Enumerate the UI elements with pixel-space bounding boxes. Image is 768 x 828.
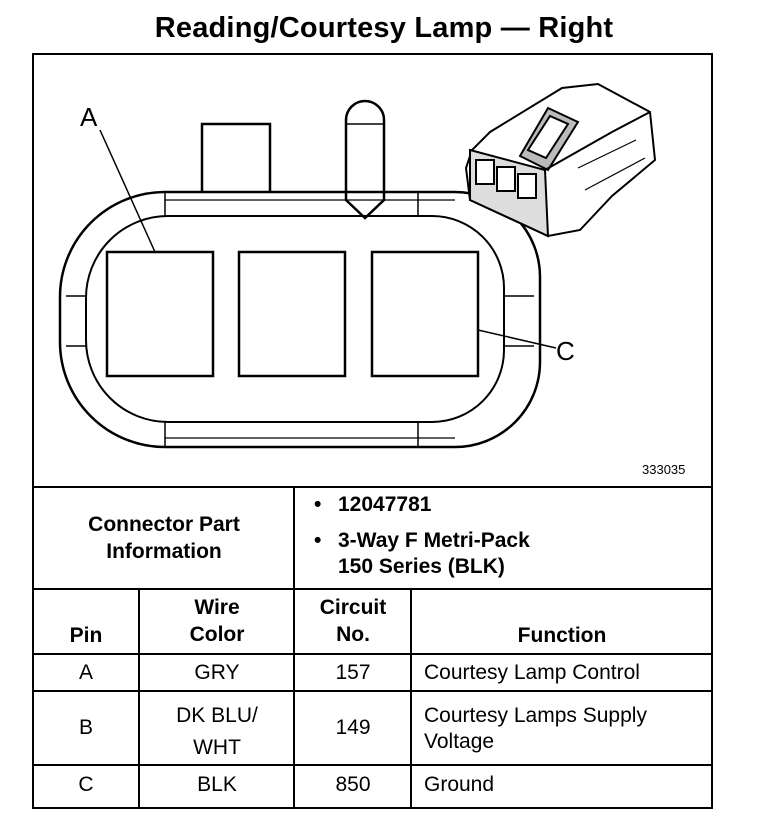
row-b-color-line2: WHT: [193, 736, 241, 759]
header-circuit-line1: Circuit: [319, 596, 387, 619]
row-b-pin: B: [78, 716, 93, 739]
row-b-function: Courtesy Lamps Supply Voltage: [424, 703, 712, 755]
header-pin: Pin: [69, 624, 103, 647]
row-a-pin: A: [78, 661, 93, 684]
row-c-circuit: 850: [335, 773, 371, 796]
row-b-function-line1: Courtesy Lamps Supply: [424, 704, 647, 727]
row-b-color: DK BLU/ WHT: [140, 700, 294, 764]
connector-info-label-line1: Connector Part: [88, 513, 240, 536]
callout-label-a: A: [80, 102, 98, 132]
connector-info-label-line2: Information: [106, 540, 222, 563]
row-b-color-line1: DK BLU/: [176, 704, 258, 727]
row-b-function-line2: Voltage: [424, 730, 495, 753]
diagram-frame: [32, 53, 713, 809]
diagram-title: Reading/Courtesy Lamp — Right: [154, 12, 614, 44]
row-c-color: BLK: [197, 773, 237, 796]
leader-c: [477, 329, 557, 349]
cavity-c: [370, 250, 480, 378]
row-c-function: Ground: [424, 773, 495, 796]
callout-label-c: C: [556, 336, 575, 366]
connector-description-line2: 150 Series (BLK): [338, 555, 505, 578]
keyway-post: [344, 99, 386, 220]
figure-id: 333035: [642, 462, 686, 477]
row-b-circuit: 149: [335, 716, 371, 739]
connector-info-label: Connector Part Information: [34, 488, 294, 588]
row-a-function: Courtesy Lamp Control: [424, 661, 640, 684]
cavity-b: [237, 250, 347, 378]
latch-tab: [200, 122, 272, 192]
cavity-a: [105, 250, 215, 378]
connector-description-line1: 3-Way F Metri-Pack: [312, 528, 712, 554]
header-function: Function: [517, 624, 607, 647]
header-wire-color-line2: Color: [189, 623, 245, 646]
part-number: 12047781: [312, 492, 712, 518]
table-grid: [32, 486, 713, 809]
leader-a: [99, 129, 156, 253]
header-wire-color-line1: Wire: [194, 596, 240, 619]
connector-isometric: [464, 82, 657, 238]
row-a-circuit: 157: [335, 661, 371, 684]
header-circuit-no: Circuit No.: [295, 594, 411, 648]
header-circuit-line2: No.: [336, 623, 370, 646]
header-wire-color: Wire Color: [140, 594, 294, 648]
connector-face: [58, 99, 542, 449]
row-a-color: GRY: [194, 661, 240, 684]
row-c-pin: C: [78, 773, 94, 796]
callout-leaders: [99, 129, 557, 349]
connector-inner-shell: [85, 215, 505, 423]
connector-outer-shell: [58, 190, 542, 449]
connector-info-values: 12047781 3-Way F Metri-Pack 150 Series (…: [312, 492, 712, 580]
